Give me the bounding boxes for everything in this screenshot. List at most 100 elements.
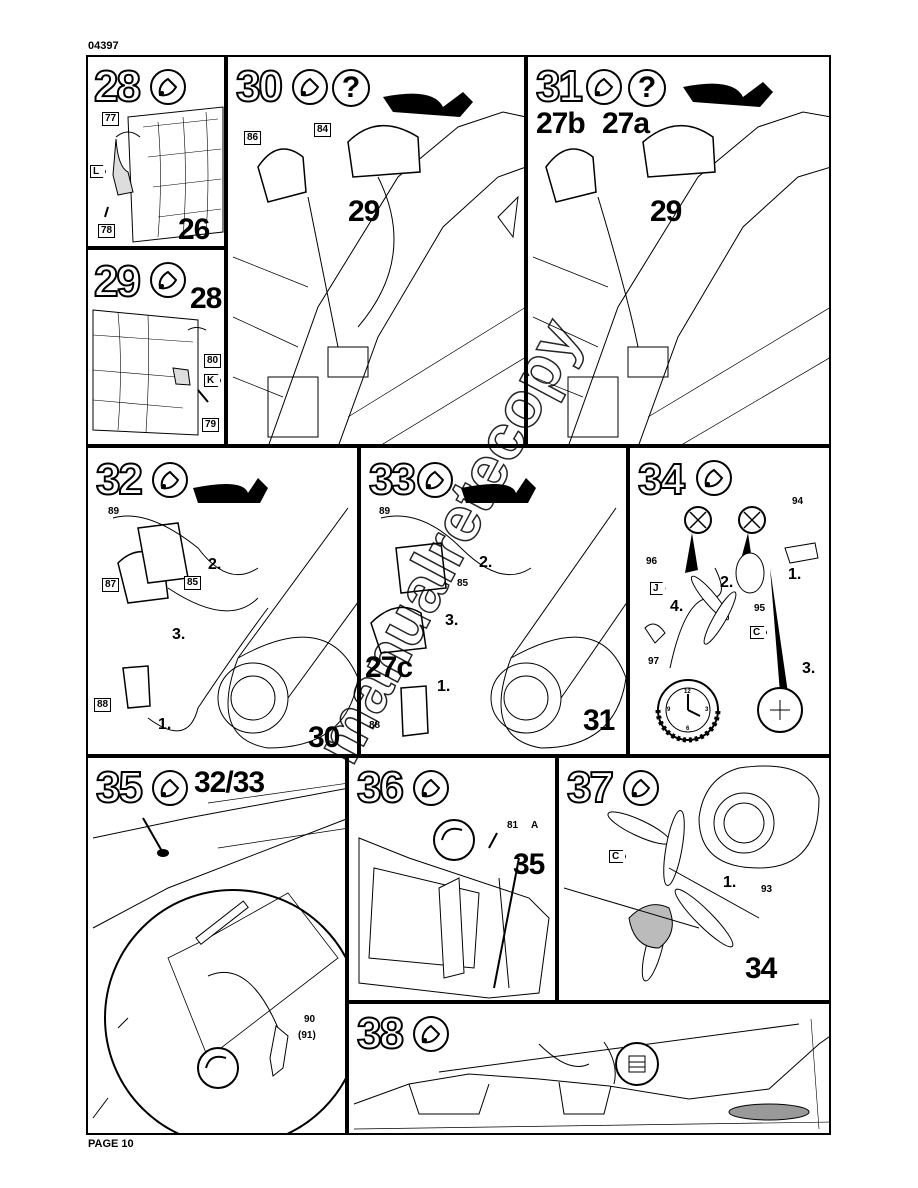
page-number: PAGE 10 — [88, 1138, 134, 1150]
clock-icon: 12 3 6 9 — [658, 680, 718, 740]
part-number: 95 — [754, 603, 766, 614]
order-number: 3. — [445, 612, 459, 629]
part-letter: A — [531, 820, 539, 831]
step-number: 30 — [235, 62, 284, 111]
step-number: 38 — [356, 1009, 405, 1058]
part-number: 78 — [98, 224, 116, 238]
step-37-panel: 37 C 1. 93 34 — [557, 756, 831, 1002]
part-number: 77 — [102, 112, 120, 126]
wing-drawing — [104, 106, 224, 243]
glue-icon — [152, 770, 188, 806]
landing-gear-door-drawing — [358, 819, 550, 999]
step-number: 33 — [368, 455, 417, 504]
step-38-panel: 38 — [347, 1002, 831, 1135]
propeller-attach-drawing — [563, 765, 820, 982]
reference-step: 32/33 — [194, 766, 265, 799]
part-number: 90 — [304, 1014, 316, 1025]
part-number: 88 — [94, 698, 112, 712]
order-number: 2. — [720, 574, 734, 591]
glue-icon — [586, 69, 622, 105]
wing-detail-drawing — [92, 783, 345, 1133]
antenna-wire-drawing — [353, 1018, 829, 1130]
part-number: 84 — [314, 123, 332, 137]
glue-icon — [623, 770, 659, 806]
tag-marker: K — [204, 374, 222, 387]
glue-icon — [292, 69, 328, 105]
glue-icon — [413, 1016, 449, 1052]
tag-marker: L — [90, 165, 107, 178]
step-number: 29 — [93, 257, 142, 306]
reference-step: 29 — [348, 195, 380, 228]
order-number: 4. — [670, 598, 684, 615]
glue-icon — [152, 462, 188, 498]
part-number: 94 — [792, 496, 804, 507]
part-number: 81 — [507, 820, 519, 831]
part-number: 85 — [184, 576, 202, 590]
order-number: 1. — [723, 874, 737, 891]
order-number: 1. — [158, 716, 172, 733]
reference-step: 27c — [365, 651, 413, 684]
part-number: 80 — [204, 354, 222, 368]
step-number: 32 — [95, 455, 144, 504]
step-number: 37 — [566, 763, 615, 812]
reference-step: 34 — [745, 952, 777, 985]
step-32-panel: 32 89 87 85 88 2. 3. 1. 30 — [86, 446, 359, 756]
reference-step: 27a — [602, 107, 650, 140]
reference-step: 28 — [190, 282, 222, 315]
part-number: 97 — [648, 656, 660, 667]
step-number: 36 — [356, 763, 405, 812]
part-number: 89 — [379, 506, 391, 517]
part-number: 88 — [369, 720, 381, 731]
clock-hour: 6 — [686, 726, 690, 732]
question-mark-icon: ? — [628, 69, 666, 107]
reference-step: 29 — [650, 195, 682, 228]
glue-icon — [150, 69, 186, 105]
step-35-panel: 35 32/33 90 (91) — [86, 756, 347, 1135]
step-31-panel: 31 ? 27b 27a 29 — [526, 55, 831, 446]
order-number: 3. — [172, 626, 186, 643]
glue-icon — [413, 770, 449, 806]
reference-step: 31 — [583, 704, 615, 737]
step-30-panel: 30 ? 86 84 29 — [226, 55, 526, 446]
order-number: 2. — [479, 554, 493, 571]
tag-marker: J — [650, 582, 666, 595]
glue-icon — [150, 262, 186, 298]
reference-step: 27b — [536, 107, 586, 140]
order-number: 1. — [788, 566, 802, 583]
part-number: 86 — [244, 131, 262, 145]
clock-hour: 9 — [667, 707, 671, 713]
reference-step: 26 — [178, 213, 210, 246]
order-number: 3. — [802, 660, 816, 677]
part-number: 89 — [108, 506, 120, 517]
fuselage-cockpit-drawing — [532, 82, 829, 444]
question-mark-icon: ? — [332, 69, 370, 107]
part-number: 79 — [202, 418, 220, 432]
step-36-panel: 36 81 A 35 — [347, 756, 557, 1002]
step-number: 28 — [93, 62, 142, 111]
clock-hour: 12 — [684, 689, 691, 695]
step-29-panel: 29 28 80 K 79 — [86, 248, 226, 446]
wing-drawing — [92, 309, 209, 436]
part-number: 96 — [646, 556, 658, 567]
step-33-panel: 33 89 85 88 2. 3. 1. 27c 31 — [359, 446, 628, 756]
propeller-drawing — [644, 506, 819, 743]
part-number: (91) — [298, 1030, 316, 1041]
cockpit-canopy-drawing — [112, 478, 357, 749]
step-number: 35 — [95, 763, 144, 812]
step-number: 31 — [535, 62, 584, 111]
glue-icon — [417, 462, 453, 498]
reference-step: 30 — [308, 721, 340, 754]
step-number: 34 — [637, 455, 686, 504]
part-number: 87 — [102, 578, 120, 592]
fuselage-cockpit-drawing — [232, 92, 524, 444]
order-number: 2. — [208, 556, 222, 573]
tag-marker: C — [750, 626, 768, 639]
clock-hour: 3 — [705, 707, 709, 713]
glue-icon — [696, 460, 732, 496]
reference-step: 35 — [513, 848, 545, 881]
part-number: 85 — [457, 578, 469, 589]
tag-marker: C — [609, 850, 627, 863]
step-34-panel: 34 94 96 95 97 J C 1. 2. 4. 3. 12 3 6 9 — [628, 446, 831, 756]
document-code: 04397 — [88, 40, 119, 52]
order-number: 1. — [437, 678, 451, 695]
